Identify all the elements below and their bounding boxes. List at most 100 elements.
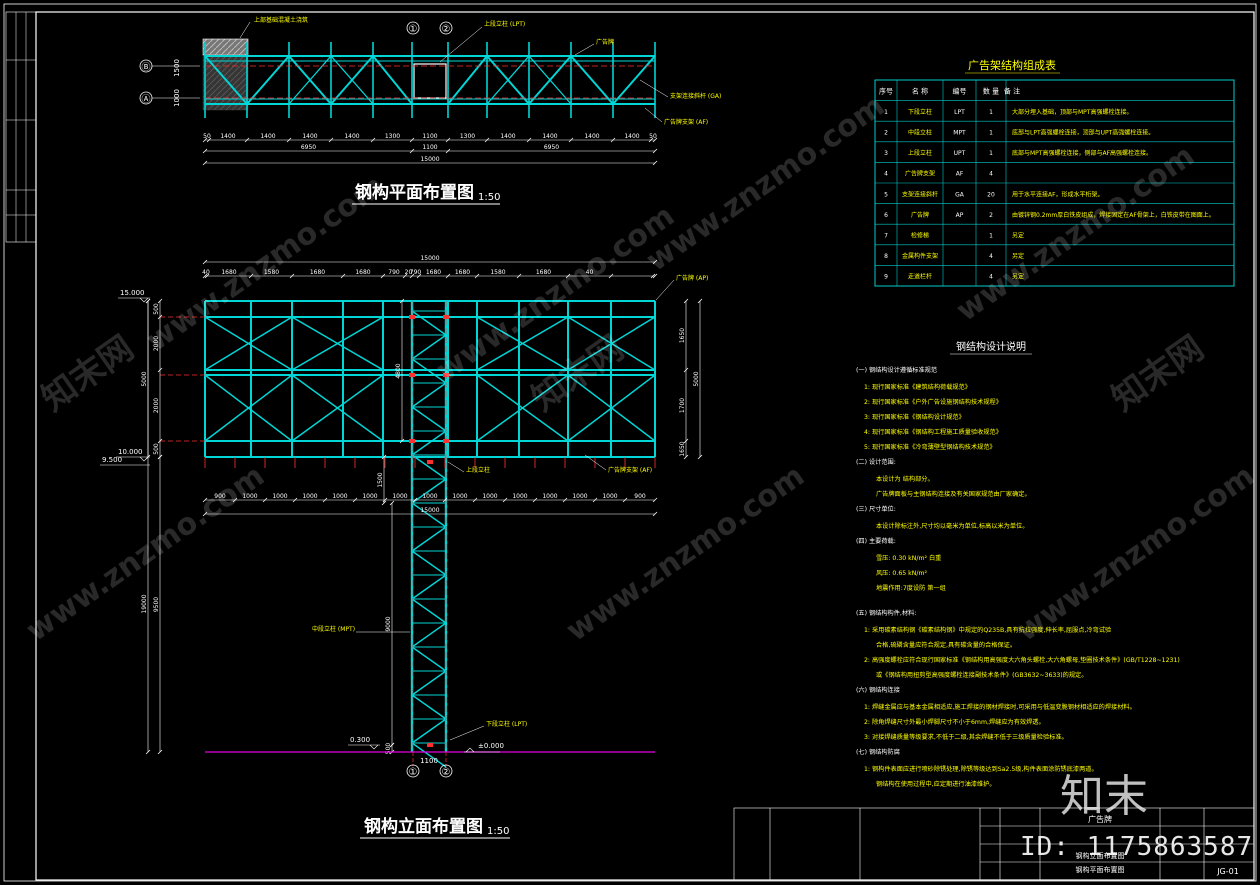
elev-dim-top-tick: [474, 273, 480, 279]
plan-dim-top-label: 1400: [302, 133, 317, 140]
column-lacing: [411, 310, 447, 768]
elev-dim-left-label: 500: [153, 443, 160, 455]
elev-dim-bottom-total-tick: [202, 511, 208, 517]
svg-text:0.300: 0.300: [350, 736, 370, 744]
table-title: 广告架结构组成表: [968, 58, 1056, 72]
table-cell: UPT: [954, 150, 966, 157]
svg-text:②: ②: [442, 767, 451, 778]
notes-line: 3: 现行国家标准《钢结构设计规范》: [864, 413, 965, 421]
table-cell: AP: [956, 212, 964, 219]
table-cell: 检修梯: [911, 232, 929, 240]
plan-side-dim-1: 1500: [173, 59, 181, 77]
plan-dim-top-label: 1300: [460, 133, 475, 140]
elev-dim-top-tick: [416, 273, 422, 279]
elev-dim-bottom-label: 1000: [332, 493, 347, 500]
elev-dim-total-label: 15000: [420, 255, 439, 262]
plan-dim-top-label: 1400: [344, 133, 359, 140]
table-cell: 大部分埋入基础，顶部与MPT高强螺栓连接。: [1012, 108, 1132, 116]
elev-label-upper-col: 上段立柱: [466, 466, 490, 474]
table-header-cell: 数 量: [983, 86, 999, 95]
elev-dim-bottom-tick: [592, 497, 598, 503]
table-header-cell: 名 称: [912, 86, 928, 95]
title-block-number: JG-01: [1216, 867, 1239, 876]
plan-dim-top-tick: [202, 137, 208, 143]
elev-brace: [567, 316, 656, 371]
elev-dim-left-label: 2000: [153, 336, 160, 351]
elev-brace: [476, 374, 569, 442]
elev-dim-bottom-tick: [412, 497, 418, 503]
elev-dim-column-tick: [157, 749, 163, 755]
elev-dim-bottom-label: 1000: [452, 493, 467, 500]
table-cell: 底部与MPT高强螺栓连接，侧部与AF高强螺栓连接。: [1012, 149, 1152, 157]
elev-dim-bottom-label: 1000: [242, 493, 257, 500]
plan-label-upper-col: 上段立柱 (LPT): [484, 20, 525, 28]
elev-dim-column-frame-tick: [145, 749, 151, 755]
elev-dim-top-tick: [402, 273, 408, 279]
table-cell: 中段立柱: [908, 129, 932, 137]
connection-plate: [409, 439, 415, 443]
elev-axis-col-1: ①: [406, 752, 420, 778]
table-cell: 5: [884, 191, 888, 198]
notes-title: 钢结构设计说明: [956, 340, 1026, 353]
plan-dim-top-label: 1400: [500, 133, 515, 140]
table-cell: 金属构件支架: [902, 252, 938, 260]
watermark-id: ID: 1175863587: [1020, 832, 1254, 862]
plan-dim-total-tick: [202, 160, 208, 166]
plan-dim-top-label: 50: [203, 133, 211, 140]
elev-brace: [204, 316, 293, 371]
notes-heading: (三) 尺寸单位:: [856, 505, 896, 513]
elev-dim-bottom-tick: [502, 497, 508, 503]
svg-text:1:50: 1:50: [478, 192, 500, 203]
elev-dim-bottom-tick: [202, 497, 208, 503]
elev-dim-top-label: 790: [388, 269, 400, 276]
elev-dim-right-tick: [683, 298, 689, 304]
elev-dim-bottom-label: 1000: [392, 493, 407, 500]
table-cell: 4: [884, 171, 888, 178]
elev-dim-bottom-label: 1000: [572, 493, 587, 500]
level-000: ±0.000: [464, 742, 504, 753]
plan-dim-top-label: 1400: [542, 133, 557, 140]
connection-plate: [409, 315, 415, 319]
table-cell: 2: [989, 212, 993, 219]
elev-dim-left-label: 2000: [153, 398, 160, 413]
plan-label-concrete: 上部基础混凝土浇筑: [254, 16, 308, 24]
elev-dim-bottom-label: 900: [214, 493, 226, 500]
plan-dim-top-label: 50: [649, 133, 657, 140]
table-header-cell: 备 注: [1004, 86, 1020, 95]
connection-plate: [443, 315, 449, 319]
elev-dim-bottom-tick: [382, 497, 388, 503]
plan-dim-top-label: 1400: [220, 133, 235, 140]
drawing-frame: [3, 3, 1257, 882]
plan-dim-mid-tick: [202, 148, 208, 154]
concrete-hatch-lower: [202, 54, 249, 111]
svg-text:10.000: 10.000: [118, 448, 143, 456]
table-cell: 3: [884, 150, 888, 157]
notes-line: 2: 现行国家标准《户外广告设施钢结构技术规程》: [864, 398, 1002, 406]
plan-axis-A: Ⓐ: [139, 91, 200, 105]
elev-dim-bottom-tick: [562, 497, 568, 503]
elev-dim-top-label: 20: [405, 269, 413, 276]
elev-dim-top-tick: [248, 273, 254, 279]
elev-label-support: 广告牌支架 (AF): [608, 466, 652, 474]
elev-dim-left-label: 500: [153, 303, 160, 315]
elev-dim-bottom-tick: [262, 497, 268, 503]
elev-dim-right-tick: [683, 454, 689, 460]
elev-dim-right-label: 1700: [679, 398, 686, 413]
elev-dim-top-tick: [340, 273, 346, 279]
notes-line: 风压: 0.65 kN/m²: [876, 570, 927, 577]
notes-heading: (五) 钢结构构件,材料:: [856, 609, 916, 617]
elev-dim-right-label: 1650: [679, 441, 686, 456]
title-block-project: 广告牌: [1088, 814, 1112, 824]
table-cell: 另定: [1012, 232, 1024, 240]
table-cell: 1: [989, 130, 993, 137]
svg-text:±0.000: ±0.000: [478, 742, 504, 750]
svg-text:1:50: 1:50: [487, 826, 509, 837]
plan-label-brace: 支架连接斜杆 (GA): [670, 92, 721, 100]
notes-line: 1: 采用碳素结构钢《碳素结构钢》中规定的Q235B,具有抗拉强度,伸长率,屈服…: [864, 626, 1112, 634]
notes-heading: (七) 钢结构防腐: [856, 748, 900, 756]
notes-line: 合格,硫磷含量应符合规定,具有碳含量的合格保证。: [876, 641, 1016, 649]
level-9500: 9.500: [100, 456, 150, 466]
table-cell: 另定: [1012, 252, 1024, 260]
elev-dim-mid2-tick: [381, 454, 387, 460]
